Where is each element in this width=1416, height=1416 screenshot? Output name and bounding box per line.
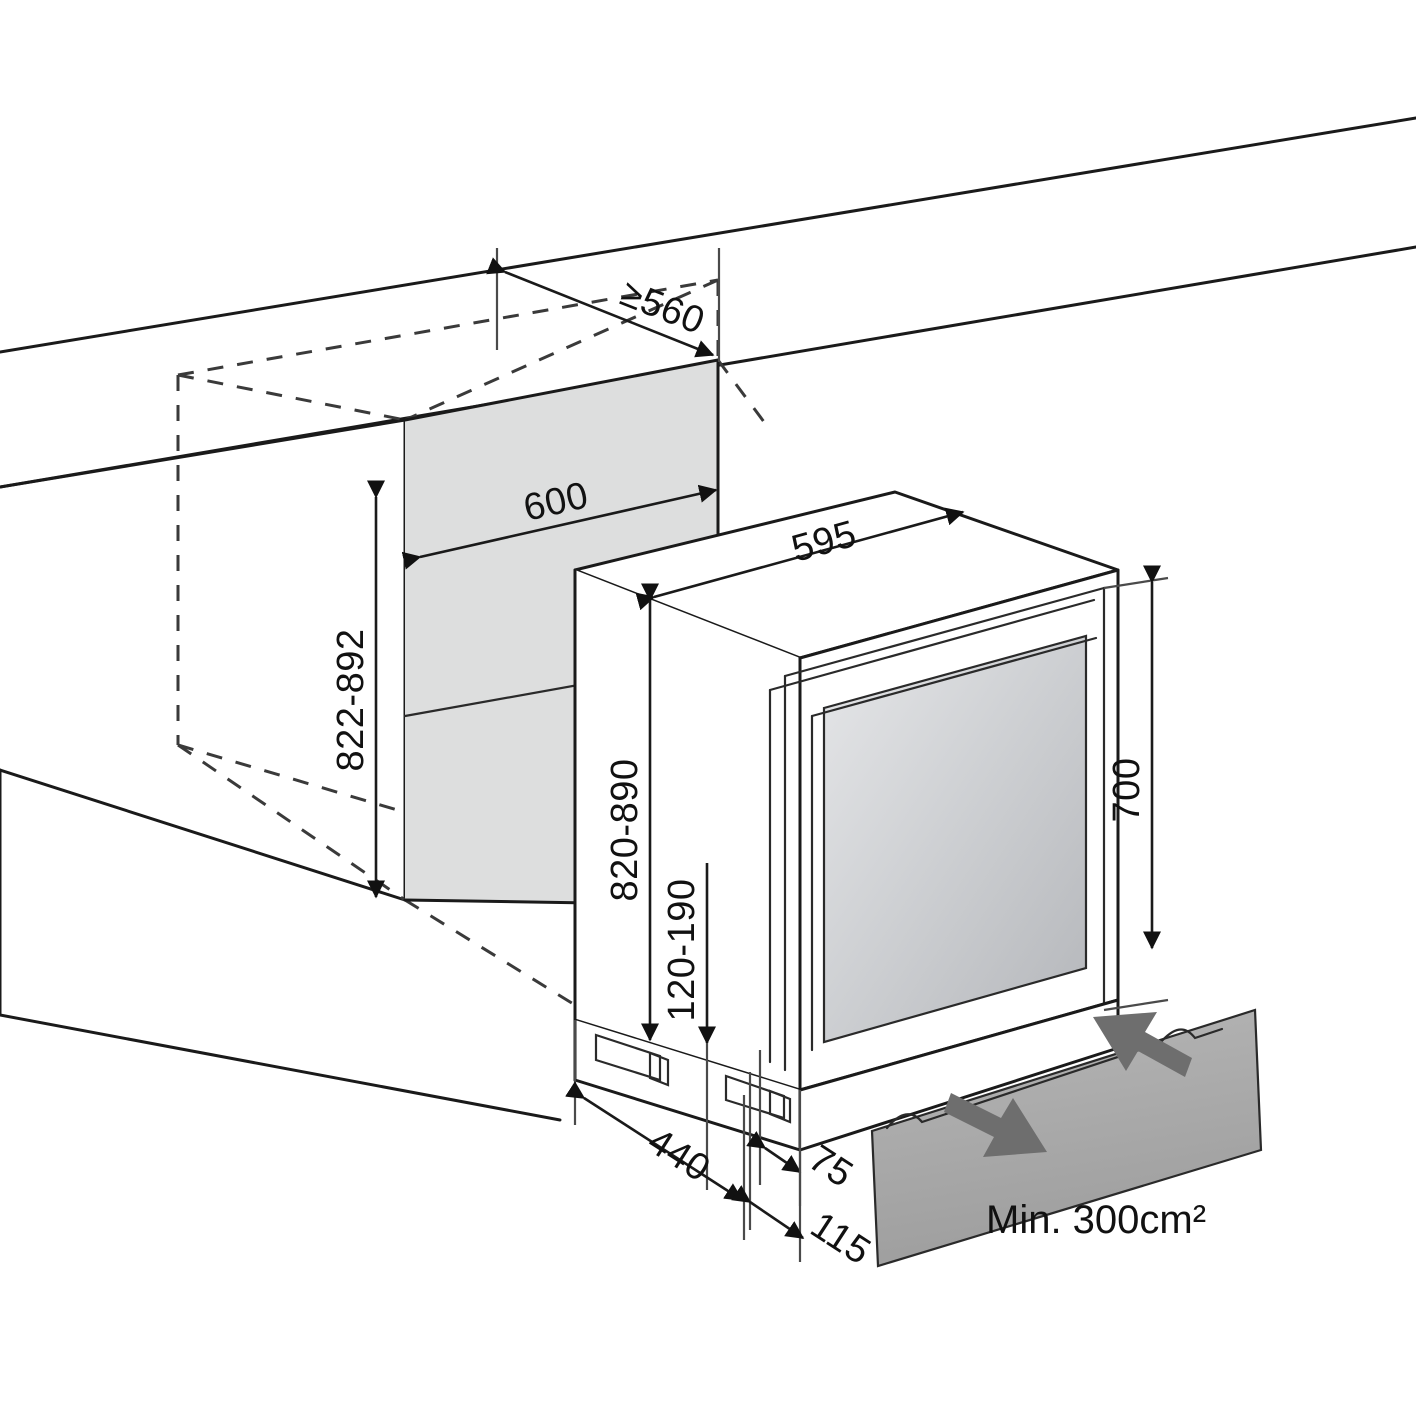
appliance-plinth-front <box>800 1000 1118 1150</box>
vent-notch-left <box>885 1112 948 1130</box>
door-slab-top-edge-2 <box>768 598 1096 692</box>
dim-560-line <box>486 257 715 358</box>
dim-595-line <box>635 507 965 611</box>
airflow-in-arrow <box>1093 1012 1192 1077</box>
door-glass-frame <box>822 634 1088 1044</box>
dim-600-line <box>401 484 718 570</box>
appliance-body <box>573 490 1120 1152</box>
door-slab-top-edge <box>783 586 1106 678</box>
dim-560-label: ≥560 <box>615 272 711 343</box>
dim-75-line <box>746 1131 802 1174</box>
dim-820-890-label: 820-890 <box>604 759 646 902</box>
appliance-left-face <box>575 570 800 1090</box>
niche-panel-top <box>403 358 720 422</box>
hidden-corner-drop <box>716 359 772 431</box>
ventilation-panel <box>872 1010 1261 1266</box>
dim-115-line <box>731 1185 805 1240</box>
dim-niche-height: 822-892 <box>330 480 386 899</box>
carcass-bottom-front <box>0 1013 562 1122</box>
worktop-back-edge <box>0 116 1416 354</box>
dim-440-label: 440 <box>640 1120 717 1190</box>
dim-822-892-label: 822-892 <box>330 629 372 772</box>
ventilation-note: Min. 300cm² <box>986 1198 1206 1242</box>
ventilation-group <box>870 1008 1263 1268</box>
dim-700-ext-bottom <box>1103 998 1169 1012</box>
dim-115-label: 115 <box>803 1204 878 1273</box>
vent-notch-right <box>1158 1027 1224 1045</box>
dim-door-height: 700 <box>1103 565 1169 1012</box>
hidden-top-right-diag <box>404 278 719 422</box>
hidden-floor-right-diag <box>404 898 576 1007</box>
airflow-out-arrow <box>944 1093 1047 1157</box>
dim-700-label: 700 <box>1106 758 1148 823</box>
dim-appliance-height: 820-890 <box>604 583 660 1042</box>
foot-detail-front-side <box>768 1089 792 1124</box>
door-glass-bezel-top <box>810 636 1098 718</box>
hidden-bottom-left-diag <box>177 743 406 902</box>
niche-floor-left <box>0 768 407 902</box>
hidden-top-left-diag <box>177 373 406 422</box>
dim-120-190-label: 120-190 <box>661 879 703 1022</box>
plinth-front-top <box>798 998 1120 1092</box>
foot-detail-rear <box>594 1033 662 1082</box>
dim-440-line <box>565 1081 744 1202</box>
door-glass-panel <box>824 636 1086 1042</box>
niche-ceiling-left <box>0 418 407 489</box>
